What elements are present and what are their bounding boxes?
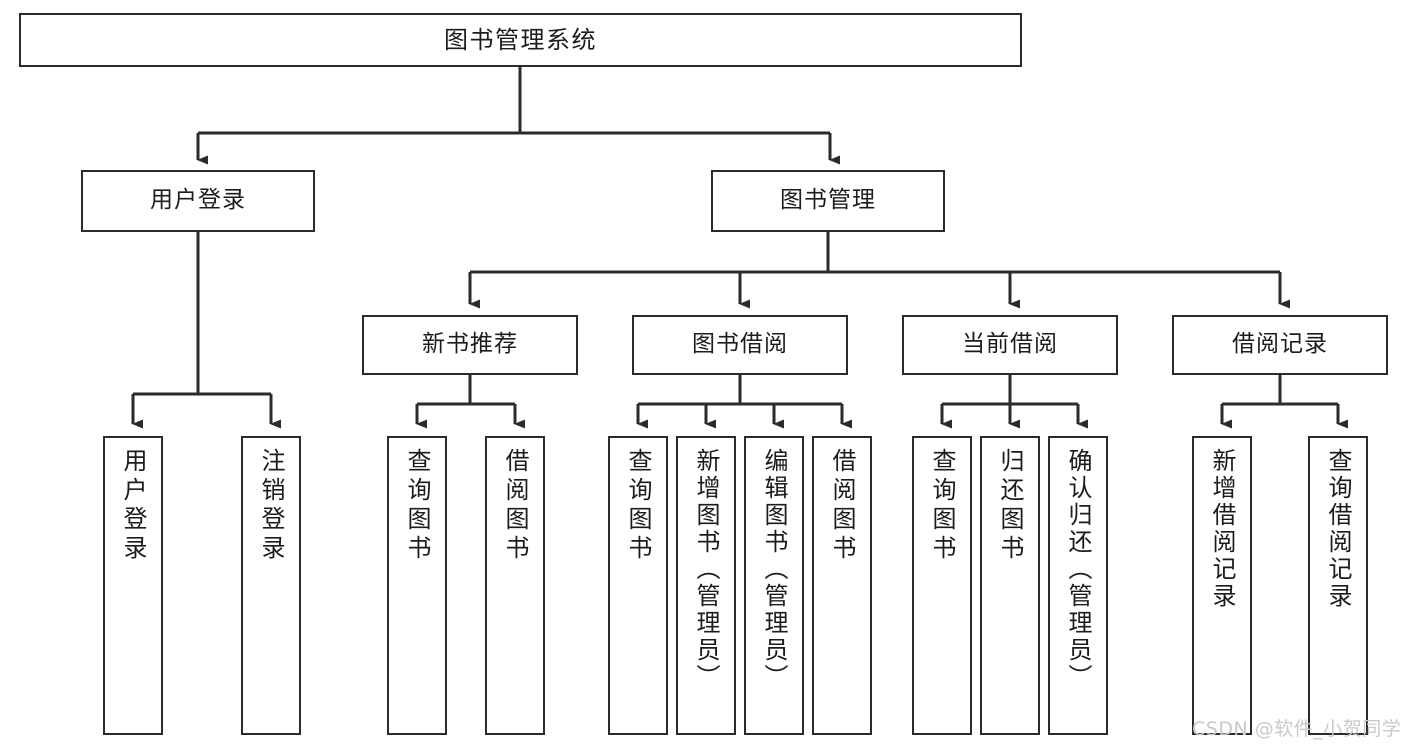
node-label: 用户登录 [119,448,147,564]
node-current-borrowing[interactable]: 当前借阅 [902,315,1118,375]
node-label: 借阅图书 [501,448,529,564]
leaf-borrow-book[interactable]: 借阅图书 [812,436,872,735]
node-label: 用户登录 [150,187,246,214]
node-label: 查询借阅记录 [1324,448,1352,610]
node-user-login[interactable]: 用户登录 [81,170,315,232]
leaf-borrow-book-recommend[interactable]: 借阅图书 [485,436,545,735]
node-label: 新书推荐 [422,331,518,358]
node-book-management[interactable]: 图书管理 [711,170,945,232]
node-label: 查询图书 [624,448,652,564]
node-label: 新增图书（管理员） [692,448,720,691]
node-label: 新增借阅记录 [1208,448,1236,610]
node-label: 编辑图书（管理员） [760,448,788,691]
leaf-add-borrow-record[interactable]: 新增借阅记录 [1192,436,1252,735]
leaf-edit-book-admin[interactable]: 编辑图书（管理员） [744,436,804,735]
node-label: 借阅图书 [828,448,856,564]
node-label: 注销登录 [257,448,285,564]
leaf-query-borrow-record[interactable]: 查询借阅记录 [1308,436,1368,735]
node-label: 查询图书 [403,448,431,564]
node-label: 确认归还（管理员） [1064,448,1092,691]
leaf-logout[interactable]: 注销登录 [241,436,301,735]
node-borrow-records[interactable]: 借阅记录 [1172,315,1388,375]
leaf-return-book[interactable]: 归还图书 [980,436,1040,735]
csdn-watermark: CSDN @软件_小贺同学 [1192,718,1402,740]
node-label: 图书管理系统 [444,25,597,54]
node-label: 图书借阅 [692,331,788,358]
leaf-query-book-recommend[interactable]: 查询图书 [387,436,447,735]
node-label: 借阅记录 [1232,331,1328,358]
node-label: 当前借阅 [962,331,1058,358]
leaf-user-login[interactable]: 用户登录 [103,436,163,735]
node-label: 归还图书 [996,448,1024,564]
leaf-confirm-return-admin[interactable]: 确认归还（管理员） [1048,436,1108,735]
leaf-query-book-current[interactable]: 查询图书 [912,436,972,735]
node-book-management-system[interactable]: 图书管理系统 [19,13,1022,67]
node-label: 图书管理 [780,187,876,214]
node-book-borrowing[interactable]: 图书借阅 [632,315,848,375]
leaf-query-book-borrow[interactable]: 查询图书 [608,436,668,735]
node-label: 查询图书 [928,448,956,564]
leaf-add-book-admin[interactable]: 新增图书（管理员） [676,436,736,735]
node-new-book-recommendation[interactable]: 新书推荐 [362,315,578,375]
